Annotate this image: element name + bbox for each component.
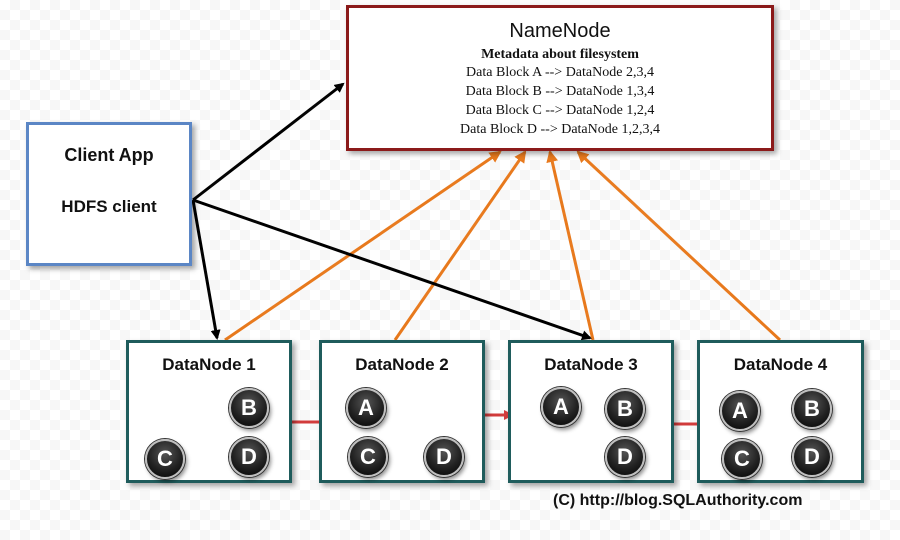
- datanode-1-box: DataNode 1 B C D: [126, 340, 292, 483]
- client-app-box: Client App HDFS client: [26, 122, 192, 266]
- datanode-2-title: DataNode 2: [355, 355, 449, 374]
- block-c-badge: C: [722, 439, 762, 479]
- datanode-4-box: DataNode 4 A B C D: [697, 340, 864, 483]
- client-to-dn3-arrow: [192, 198, 592, 341]
- report-arrow-dn4: [576, 150, 782, 342]
- block-a-badge: A: [720, 391, 760, 431]
- block-d-badge: D: [229, 437, 269, 477]
- metadata-line-a: Data Block A --> DataNode 2,3,4: [466, 65, 654, 80]
- block-b-badge: B: [792, 389, 832, 429]
- block-a-badge: A: [541, 387, 581, 427]
- block-a-badge: A: [346, 388, 386, 428]
- report-arrow-dn1: [224, 150, 502, 342]
- client-to-dn1-arrow: [191, 199, 221, 340]
- report-arrow-dn2: [393, 150, 527, 341]
- report-arrow-dn3: [546, 150, 595, 341]
- block-c-badge: C: [348, 437, 388, 477]
- client-title: Client App: [64, 145, 154, 165]
- block-d-badge: D: [792, 437, 832, 477]
- block-d-badge: D: [605, 437, 645, 477]
- metadata-line-b: Data Block B --> DataNode 1,3,4: [465, 84, 655, 99]
- datanode-3-box: DataNode 3 A B D: [508, 340, 674, 483]
- datanode-3-title: DataNode 3: [544, 355, 638, 374]
- namenode-title: NameNode: [509, 20, 611, 42]
- client-subtitle: HDFS client: [61, 197, 157, 216]
- copyright-credit: (C) http://blog.SQLAuthority.com: [553, 492, 803, 509]
- namenode-subtitle: Metadata about filesystem: [481, 47, 639, 62]
- datanode-1-title: DataNode 1: [162, 355, 256, 374]
- block-c-badge: C: [145, 439, 185, 479]
- namenode-box: NameNode Metadata about filesystem Data …: [346, 5, 774, 151]
- client-to-namenode-arrow: [192, 82, 345, 202]
- metadata-line-d: Data Block D --> DataNode 1,2,3,4: [460, 122, 660, 137]
- metadata-line-c: Data Block C --> DataNode 1,2,4: [465, 103, 655, 118]
- datanode-4-title: DataNode 4: [733, 355, 828, 374]
- datanode-2-box: DataNode 2 A C D: [319, 340, 485, 483]
- block-d-badge: D: [424, 437, 464, 477]
- block-b-badge: B: [605, 389, 645, 429]
- block-b-badge: B: [229, 388, 269, 428]
